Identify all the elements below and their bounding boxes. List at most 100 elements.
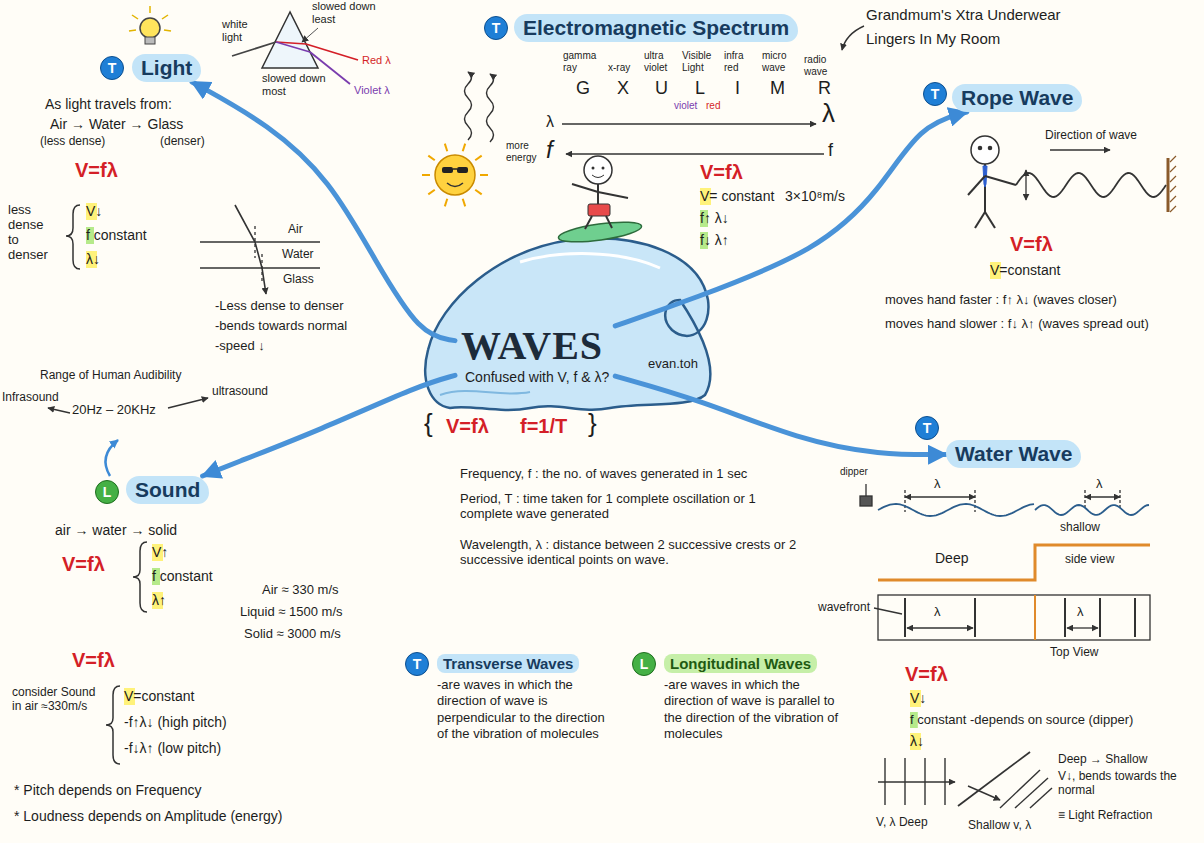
lightbulb (164, 30, 171, 31)
text-label: V↓ (86, 203, 102, 220)
text-label: V=constant (990, 262, 1060, 279)
node-title: Water Wave (955, 442, 1072, 466)
text-label: L (695, 78, 705, 100)
text-label: f constant (152, 568, 213, 585)
text-label: moves hand faster : f↑ λ↓ (waves closer) (885, 292, 1117, 308)
text-label: Deep (935, 550, 968, 567)
text-label: λ↑ (152, 592, 166, 609)
water-tank-diagram (905, 496, 975, 497)
spectrum-arrow (562, 123, 816, 124)
node-body: Confused with V, f & λ? (461, 369, 609, 385)
sun-ray (445, 199, 447, 207)
water-tank-diagram (860, 484, 1150, 640)
text-label: V↓ (910, 690, 926, 707)
branch-heading: Light (132, 54, 201, 82)
text-label: Water (282, 247, 314, 261)
bracket (106, 686, 120, 764)
text-label: { (424, 408, 433, 439)
big-wave (520, 254, 660, 268)
bracket (66, 205, 80, 269)
refraction-diagram (200, 267, 320, 268)
audibility-arrow (168, 398, 208, 408)
rope-figure (1050, 149, 1110, 150)
rope-figure (968, 176, 985, 195)
text-label: λ (822, 98, 835, 129)
radiation-arrow (465, 72, 472, 140)
radiation-arrow (487, 74, 494, 142)
sun-ray (463, 144, 465, 152)
surfer (592, 167, 595, 170)
audibility-arrow (48, 408, 70, 413)
text-label: V=fλ (1010, 232, 1053, 256)
sun (457, 167, 468, 173)
water-refraction (1000, 770, 1040, 808)
lightbulb (129, 6, 171, 31)
node-title: Longitudinal Waves (664, 654, 817, 673)
text-label: radio wave (804, 54, 836, 77)
water-refraction (1015, 778, 1048, 808)
lightbulb (129, 6, 171, 44)
text-label: I (735, 78, 740, 100)
text-label: X (617, 78, 629, 100)
water-tank-diagram (1034, 595, 1036, 640)
text-label: * Loudness depends on Amplitude (energy) (14, 808, 283, 825)
text-label: dipper (840, 466, 868, 478)
definition-box: Transverse Waves-are waves in which the … (435, 652, 615, 744)
spectrum-arrow (566, 153, 824, 154)
text-label: V↑ (152, 544, 168, 561)
text-label: f constant (86, 227, 147, 244)
surfer (557, 218, 642, 246)
text-label: Visible Light (682, 50, 718, 73)
central-topic: WAVESConfused with V, f & λ? (455, 320, 615, 387)
sun-ray (480, 174, 488, 176)
water-tank-diagram (878, 595, 1150, 640)
lightbulb (129, 30, 136, 31)
water-tank-diagram (1085, 496, 1120, 497)
text-label: Top View (1050, 645, 1098, 659)
text-label: Direction of wave (1045, 128, 1137, 142)
definition-box: Longitudinal Waves-are waves in which th… (662, 652, 847, 744)
text-label: wavefront (818, 600, 870, 614)
surfer (602, 167, 605, 170)
rope-figure (1167, 158, 1170, 212)
text-label: f constant -depends on source (dipper) (910, 712, 1133, 728)
surfer (584, 156, 612, 184)
surfer (588, 204, 610, 216)
text-label: Wavelength, λ : distance between 2 succe… (460, 538, 820, 568)
node-title: L (96, 481, 118, 503)
text-label: micro wave (762, 50, 794, 73)
water-tank-diagram (904, 490, 905, 512)
sun-ray (463, 199, 465, 207)
node-title: Transverse Waves (437, 654, 579, 673)
text-label: Violet λ (354, 84, 390, 97)
lightbulb (149, 6, 151, 13)
water-tank-diagram (974, 598, 976, 637)
text-label: λ (1077, 604, 1084, 620)
text-label: slowed down least (312, 0, 384, 25)
sun-ray (475, 156, 481, 161)
text-label: V, λ Deep (876, 815, 928, 829)
lightbulb (145, 37, 155, 44)
type-badge: T (484, 16, 508, 40)
text-label: more energy (506, 140, 542, 163)
rope-figure (989, 147, 992, 150)
lightbulb (162, 15, 168, 19)
text-label: white light (222, 18, 258, 43)
sun (453, 168, 457, 170)
sun (447, 183, 463, 187)
rope-figure (985, 212, 995, 228)
text-label: U (655, 78, 668, 100)
text-label: -speed ↓ (215, 338, 265, 354)
sun (422, 144, 488, 207)
node-title: L (633, 653, 655, 675)
node-title: T (406, 653, 428, 675)
surfer (572, 184, 598, 192)
text-label: 20Hz – 20KHz (72, 402, 156, 418)
water-tank-diagram (878, 545, 1150, 580)
sun-ray (445, 144, 447, 152)
text-label: Solid ≈ 3000 m/s (244, 626, 341, 642)
water-tank-diagram (874, 608, 902, 614)
text-label: λ (934, 476, 941, 492)
text-label: V↓, bends towards the normal (1058, 770, 1193, 798)
